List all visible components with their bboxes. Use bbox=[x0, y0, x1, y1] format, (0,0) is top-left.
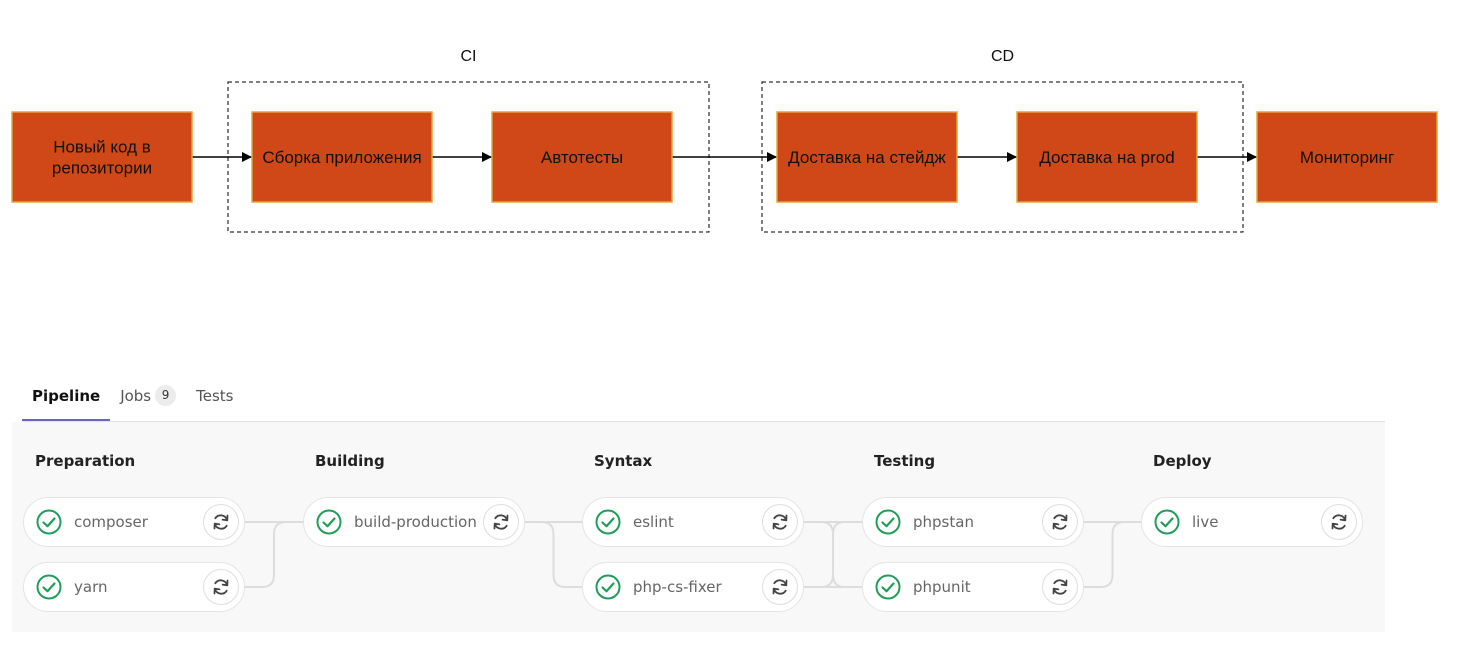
job-phpunit[interactable]: phpunit bbox=[862, 562, 1084, 612]
job-name: phpunit bbox=[913, 578, 971, 596]
job-live[interactable]: live bbox=[1141, 497, 1363, 547]
check-circle-icon bbox=[595, 509, 621, 535]
job-connector bbox=[245, 521, 303, 588]
retry-button[interactable] bbox=[1042, 569, 1078, 605]
job-name: eslint bbox=[633, 513, 674, 531]
pipeline-graph: Preparation composer yarn Building build-pro… bbox=[12, 422, 1385, 632]
check-circle-icon bbox=[875, 574, 901, 600]
node-box bbox=[251, 111, 433, 203]
retry-icon bbox=[213, 579, 229, 595]
node-build-app: Сборка приложения bbox=[251, 111, 433, 203]
check-circle-icon bbox=[316, 509, 342, 535]
node-label: Доставка на стейдж bbox=[788, 148, 946, 167]
tab-pipeline[interactable]: Pipeline bbox=[22, 372, 111, 421]
ci-cd-flow-diagram: CI CD Новый код в репозитории Сборка приложе… bbox=[11, 48, 1438, 233]
retry-icon bbox=[213, 514, 229, 530]
node-box bbox=[11, 111, 193, 203]
job-name: composer bbox=[74, 513, 148, 531]
stage-title: Deploy bbox=[1153, 452, 1212, 470]
job-name: live bbox=[1192, 513, 1219, 531]
job-links bbox=[245, 521, 1141, 588]
job-connector bbox=[804, 521, 862, 588]
job-php-cs-fixer[interactable]: php-cs-fixer bbox=[582, 562, 804, 612]
retry-icon bbox=[772, 579, 788, 595]
retry-button[interactable] bbox=[762, 504, 798, 540]
retry-icon bbox=[1052, 514, 1068, 530]
node-box bbox=[491, 111, 673, 203]
retry-icon bbox=[1052, 579, 1068, 595]
job-connector bbox=[1084, 521, 1141, 588]
node-label: Доставка на prod bbox=[1039, 148, 1174, 167]
job-name: php-cs-fixer bbox=[633, 578, 722, 596]
job-eslint[interactable]: eslint bbox=[582, 497, 804, 547]
retry-button[interactable] bbox=[1042, 504, 1078, 540]
check-circle-icon bbox=[1154, 509, 1180, 535]
job-connector bbox=[525, 521, 582, 588]
job-composer[interactable]: composer bbox=[23, 497, 245, 547]
job-build-production[interactable]: build-production bbox=[303, 497, 525, 547]
check-circle-icon bbox=[36, 574, 62, 600]
tab-jobs-label: Jobs bbox=[120, 386, 152, 405]
ci-group-label: CI bbox=[461, 48, 477, 65]
check-circle-icon bbox=[36, 509, 62, 535]
check-circle-icon bbox=[875, 509, 901, 535]
node-label: Новый код в bbox=[53, 138, 151, 157]
stage-title: Syntax bbox=[594, 452, 653, 470]
retry-button[interactable] bbox=[1321, 504, 1357, 540]
tab-tests[interactable]: Tests bbox=[186, 372, 243, 421]
retry-button[interactable] bbox=[203, 569, 239, 605]
retry-icon bbox=[493, 514, 509, 530]
node-deliver-prod: Доставка на prod bbox=[1016, 111, 1198, 203]
node-label: Автотесты bbox=[541, 148, 623, 167]
job-name: yarn bbox=[74, 578, 108, 596]
retry-icon bbox=[1331, 514, 1347, 530]
stage-title: Testing bbox=[874, 452, 936, 470]
check-circle-icon bbox=[595, 574, 621, 600]
node-box bbox=[1016, 111, 1198, 203]
node-label: репозитории bbox=[52, 159, 152, 178]
job-phpstan[interactable]: phpstan bbox=[862, 497, 1084, 547]
node-monitoring: Мониторинг bbox=[1256, 111, 1438, 203]
job-name: phpstan bbox=[913, 513, 974, 531]
node-deliver-stage: Доставка на стейдж bbox=[776, 111, 958, 203]
job-yarn[interactable]: yarn bbox=[23, 562, 245, 612]
node-label: Сборка приложения bbox=[262, 148, 421, 167]
retry-button[interactable] bbox=[203, 504, 239, 540]
retry-icon bbox=[772, 514, 788, 530]
stage-title: Building bbox=[315, 452, 385, 470]
node-label: Мониторинг bbox=[1300, 148, 1394, 167]
retry-button[interactable] bbox=[483, 504, 519, 540]
cd-group-label: CD bbox=[991, 48, 1014, 65]
stage-title: Preparation bbox=[35, 452, 136, 470]
job-name: build-production bbox=[354, 513, 477, 531]
node-box bbox=[1256, 111, 1438, 203]
node-new-code: Новый код в репозитории bbox=[11, 111, 193, 203]
node-box bbox=[776, 111, 958, 203]
retry-button[interactable] bbox=[762, 569, 798, 605]
tab-pipeline-label: Pipeline bbox=[32, 386, 101, 405]
jobs-count-badge: 9 bbox=[155, 385, 177, 406]
tab-tests-label: Tests bbox=[196, 386, 234, 405]
node-autotests: Автотесты bbox=[491, 111, 673, 203]
tabs-divider bbox=[22, 421, 1385, 422]
